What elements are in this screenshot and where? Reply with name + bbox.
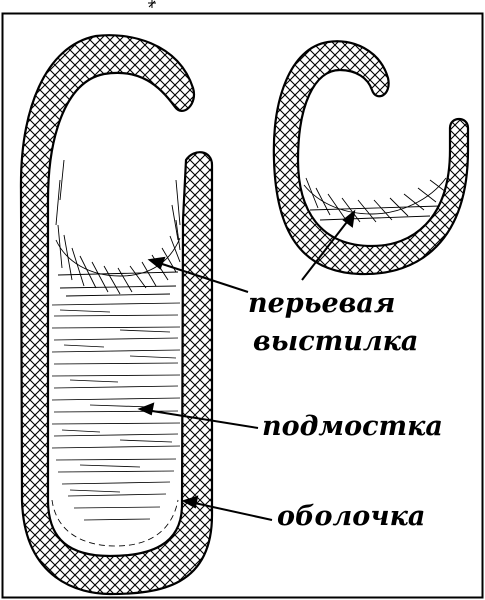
label-base: подмостка bbox=[262, 413, 443, 441]
top-mark bbox=[148, 0, 156, 8]
label-shell: оболочка bbox=[277, 503, 425, 531]
large-nest-base bbox=[52, 303, 180, 546]
large-nest-shell bbox=[21, 35, 212, 594]
small-nest-lining bbox=[304, 178, 446, 222]
label-feather-lining-line2: выстилка bbox=[253, 328, 418, 356]
arrow-head-lining-large bbox=[150, 258, 164, 268]
arrow-head-base bbox=[140, 404, 153, 414]
small-nest-shell bbox=[274, 41, 468, 274]
label-feather-lining-line1: перьевая bbox=[248, 290, 395, 318]
large-nest-lining bbox=[56, 160, 180, 296]
